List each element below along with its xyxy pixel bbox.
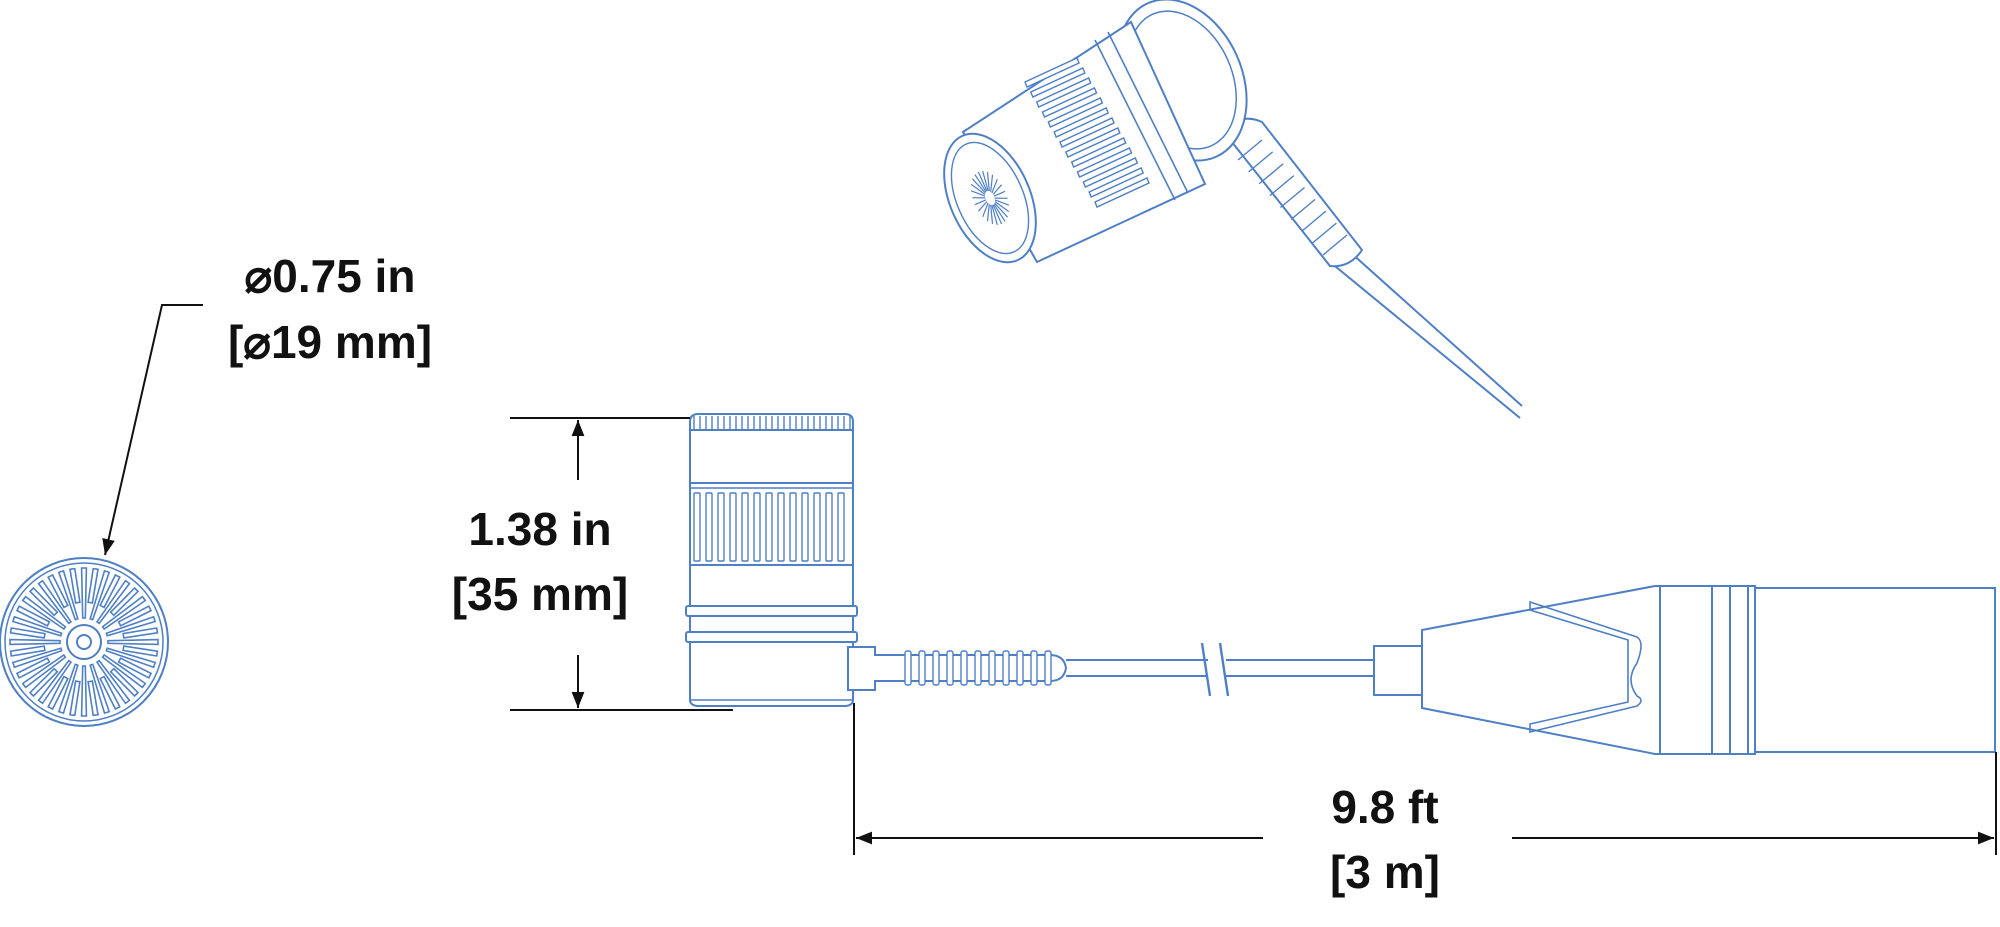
grille-slot	[694, 493, 700, 561]
cable-length-label-ft: 9.8 ft	[1331, 781, 1438, 833]
xlr-body	[1660, 586, 1755, 754]
diameter-leader	[105, 305, 203, 555]
grille-slot	[718, 493, 724, 561]
relief-rib	[919, 651, 925, 685]
relief-rib	[905, 651, 911, 685]
cable-break-marks	[1202, 643, 1228, 696]
grille-slot	[766, 493, 772, 561]
diameter-label-in: ⌀0.75 in	[245, 250, 416, 302]
iso-strain-relief	[1224, 119, 1362, 267]
grille-slot	[802, 493, 808, 561]
relief-rib	[989, 651, 995, 685]
cable-segment-right	[1226, 660, 1374, 676]
relief-rib	[1003, 651, 1009, 685]
collar-ring-upper	[686, 606, 857, 616]
collar-ring-lower	[686, 632, 857, 642]
relief-rib	[947, 651, 953, 685]
grille-slot	[838, 493, 844, 561]
relief-rib	[1031, 651, 1037, 685]
grille-slot	[826, 493, 832, 561]
microphone-side-view	[686, 414, 1995, 754]
grille-slot	[814, 493, 820, 561]
grille-slot	[742, 493, 748, 561]
iso-cable	[1330, 252, 1522, 418]
front-center-dot	[77, 635, 91, 649]
relief-rib	[1045, 651, 1051, 685]
grille-slot	[778, 493, 784, 561]
height-label-in: 1.38 in	[468, 503, 611, 555]
cable-length-label-m: [3 m]	[1330, 846, 1440, 898]
relief-rib	[975, 651, 981, 685]
capsule-top-knurling	[694, 416, 850, 430]
relief-rib	[933, 651, 939, 685]
grille-slot	[730, 493, 736, 561]
height-label-mm: [35 mm]	[452, 568, 628, 620]
relief-rib	[961, 651, 967, 685]
cable-segment-left	[1066, 660, 1208, 676]
relief-rib	[1017, 651, 1023, 685]
capsule-front-view	[0, 558, 168, 726]
xlr-shell	[1755, 588, 1995, 752]
xlr-neck	[1374, 646, 1422, 695]
grille-slot	[790, 493, 796, 561]
diameter-label-mm: [⌀19 mm]	[228, 316, 432, 368]
microphone-isometric-view	[926, 0, 1522, 418]
grille-slot	[706, 493, 712, 561]
grille-slot	[754, 493, 760, 561]
